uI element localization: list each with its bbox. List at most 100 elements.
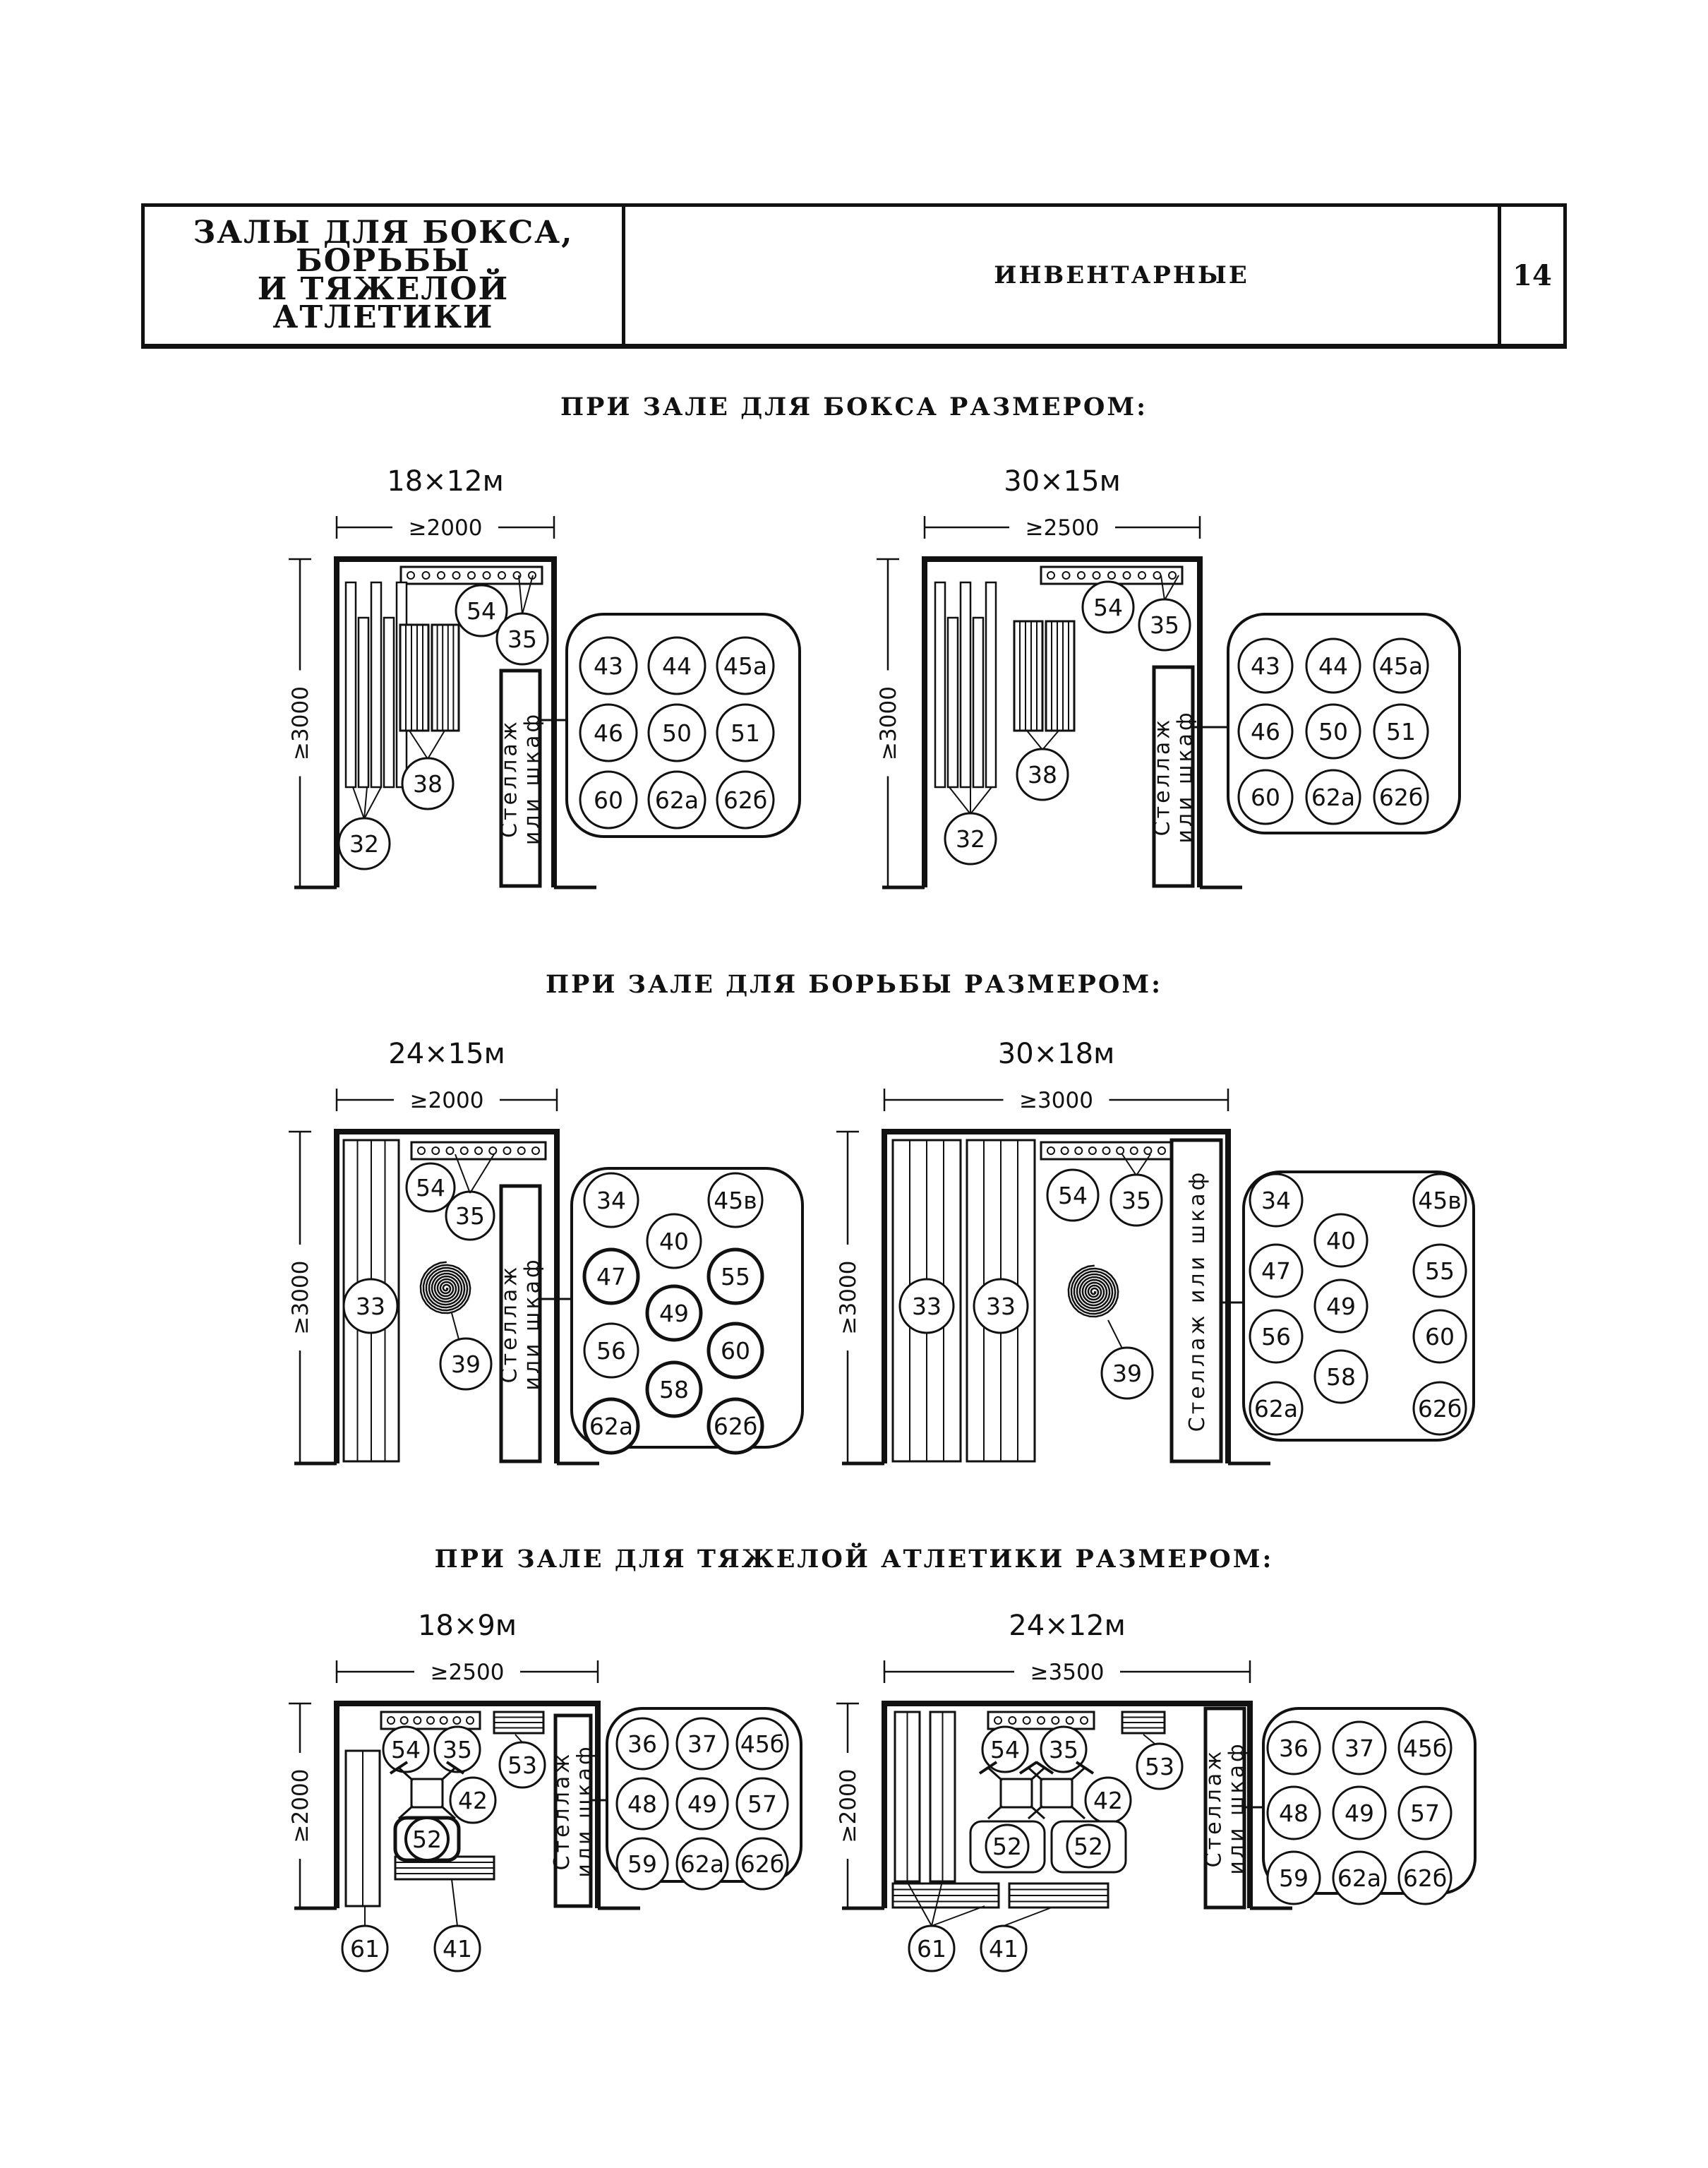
item-marker-circle: [706, 1247, 764, 1305]
item-marker: 58: [645, 1360, 703, 1418]
bag-stand: [370, 581, 383, 789]
width-dimension: ≥2500: [1026, 515, 1100, 541]
item-marker-circle: [1332, 1720, 1387, 1775]
item-marker-circle: [1237, 703, 1294, 760]
item-number: 55: [721, 1263, 750, 1290]
plan-size-title: 18×12м: [387, 465, 504, 498]
item-number: 61: [350, 1935, 380, 1963]
height-dimension: ≥3000: [876, 686, 901, 760]
item-marker-circle: [404, 1816, 450, 1862]
bench-seat: [999, 1778, 1033, 1809]
item-marker-circle: [615, 1837, 669, 1891]
barbell-rack: [894, 1711, 921, 1883]
leader-line: [1164, 575, 1179, 601]
rack-slot: [1102, 1146, 1111, 1155]
rack-slot: [474, 1146, 483, 1155]
rack-slot: [531, 1146, 540, 1155]
item-number: 35: [1150, 611, 1179, 639]
bench-leg: [1069, 1804, 1086, 1820]
rack-slot: [1074, 1146, 1083, 1155]
item-number: 62б: [723, 786, 767, 814]
rack-slot: [1062, 571, 1071, 580]
item-marker: 49: [645, 1284, 703, 1342]
item-marker: 51: [716, 703, 775, 762]
bench-rack: [399, 565, 543, 585]
bench-leg: [1069, 1766, 1086, 1782]
item-marker: 41: [980, 1924, 1028, 1972]
leader-line: [1042, 730, 1059, 750]
bench-rack: [410, 1141, 547, 1161]
cabinet-outline: [1152, 665, 1195, 888]
item-marker: 35: [1138, 598, 1191, 652]
rack-slot: [459, 1146, 469, 1155]
item-marker-circle: [716, 770, 775, 830]
item-marker: 35: [495, 612, 549, 666]
height-dimension: ≥3000: [288, 1261, 313, 1335]
item-marker-circle: [1237, 637, 1294, 694]
item-number: 45в: [1418, 1187, 1461, 1214]
dimension-gap: [834, 1245, 862, 1350]
item-marker-circle: [645, 1360, 703, 1418]
item-marker: 62а: [675, 1837, 729, 1891]
item-number: 62а: [589, 1413, 633, 1440]
item-marker: 54: [405, 1162, 456, 1213]
item-number: 37: [687, 1730, 717, 1758]
item-number: 62б: [1379, 784, 1423, 811]
item-marker: 33: [898, 1278, 955, 1334]
room-walls: [882, 556, 1242, 890]
item-marker-circle: [1397, 1720, 1453, 1775]
item-marker: 47: [582, 1247, 640, 1305]
item-number: 52: [992, 1833, 1022, 1860]
item-number: 39: [451, 1350, 481, 1378]
plan-size-title: 24×12м: [1009, 1610, 1126, 1642]
item-marker-circle: [1266, 1785, 1321, 1840]
leader-line: [1160, 575, 1165, 601]
plan-size-title: 30×18м: [998, 1038, 1115, 1070]
item-marker: 35: [1040, 1725, 1088, 1773]
rack-slot: [1122, 571, 1131, 580]
item-marker: 37: [1332, 1720, 1387, 1775]
dimension-gap: [834, 1753, 862, 1859]
item-number: 61: [917, 1935, 946, 1963]
item-number: 53: [507, 1751, 537, 1779]
bench-leg: [987, 1766, 1004, 1782]
item-number: 52: [1073, 1833, 1103, 1860]
item-number: 42: [1093, 1787, 1123, 1814]
height-dimension: ≥3000: [288, 686, 313, 760]
bag-stand: [959, 581, 972, 789]
rack-slot: [437, 571, 445, 580]
leader-line: [518, 575, 523, 615]
cabinet-outline: [1169, 1138, 1223, 1463]
item-marker: 48: [1266, 1785, 1321, 1840]
item-marker-circle: [615, 1717, 669, 1771]
leader-line: [409, 730, 428, 760]
item-marker-circle: [1046, 1168, 1100, 1222]
item-number: 39: [1112, 1360, 1142, 1387]
leader-line: [1003, 1907, 1052, 1927]
item-number: 41: [443, 1935, 472, 1963]
item-marker-circle: [1266, 1720, 1321, 1775]
item-number: 53: [1145, 1753, 1174, 1780]
leader-line: [363, 786, 368, 820]
room-walls: [294, 1701, 640, 1910]
item-number: 45а: [1379, 652, 1423, 680]
bench-rack: [380, 1711, 481, 1730]
item-marker-circle: [615, 1777, 669, 1831]
boxing-bags: [344, 581, 408, 789]
item-number: 49: [1326, 1293, 1356, 1320]
leader-line: [1107, 1319, 1123, 1349]
item-marker-circle: [981, 1725, 1029, 1773]
item-number: 50: [1318, 718, 1348, 745]
item-marker-circle: [1040, 1725, 1088, 1773]
bench-leg: [1029, 1804, 1046, 1820]
item-marker-circle: [647, 636, 706, 695]
item-marker: 34: [583, 1172, 639, 1228]
item-marker: 46: [1237, 703, 1294, 760]
leader-line: [352, 786, 365, 820]
item-marker: 60: [706, 1322, 764, 1379]
